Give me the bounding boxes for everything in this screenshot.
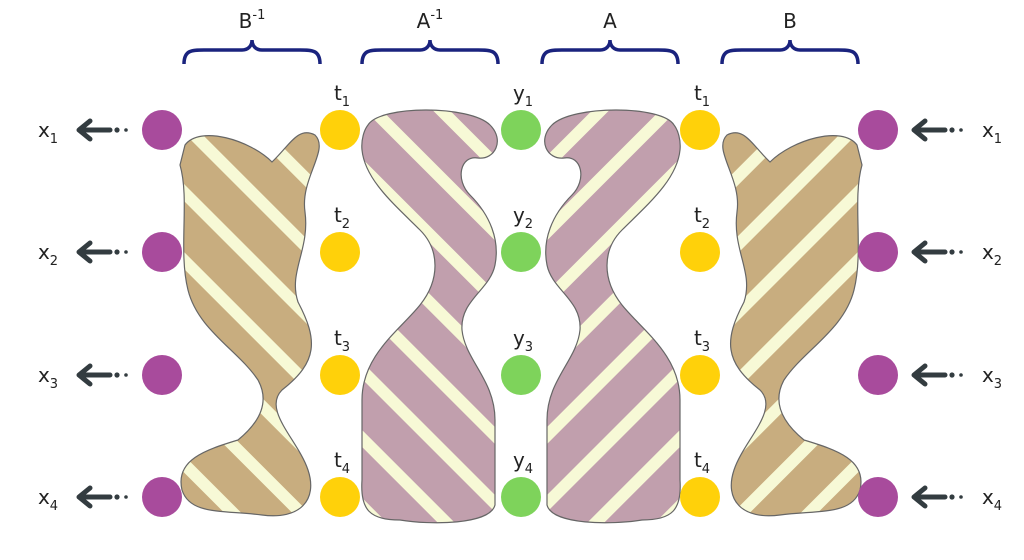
x-node-right xyxy=(858,355,898,395)
x-node-right xyxy=(858,477,898,517)
y-label: y2 xyxy=(513,203,533,232)
y-node xyxy=(501,232,541,272)
brace-label: B xyxy=(783,9,797,33)
x-node-right xyxy=(858,110,898,150)
blob-b xyxy=(722,132,863,517)
arrow-left-icon xyxy=(911,240,963,264)
y-node xyxy=(501,110,541,150)
t-label-left: t1 xyxy=(334,81,350,110)
t-node-left xyxy=(320,477,360,517)
x-label-right: x3 xyxy=(982,363,1002,392)
y-node xyxy=(501,355,541,395)
brace-label: B-1 xyxy=(239,8,266,33)
arrow-left-icon xyxy=(911,118,963,142)
arrow-left-icon xyxy=(76,485,128,509)
t-label-right: t4 xyxy=(694,448,710,477)
x-label-left: x4 xyxy=(38,485,58,514)
y-label: y1 xyxy=(513,81,533,110)
x-label-left: x3 xyxy=(38,363,58,392)
brace-label: A xyxy=(603,9,617,33)
brace xyxy=(360,39,500,65)
brace xyxy=(540,39,680,65)
y-label: y3 xyxy=(513,326,533,355)
t-label-right: t1 xyxy=(694,81,710,110)
blob-b-inverse xyxy=(179,132,320,517)
t-label-left: t2 xyxy=(334,203,350,232)
x-label-left: x2 xyxy=(38,240,58,269)
t-node-left xyxy=(320,355,360,395)
blob-a-inverse xyxy=(361,109,498,524)
x-node-left xyxy=(142,110,182,150)
t-label-right: t3 xyxy=(694,326,710,355)
x-node-right xyxy=(858,232,898,272)
x-label-right: x1 xyxy=(982,118,1002,147)
x-node-left xyxy=(142,355,182,395)
t-node-right xyxy=(680,355,720,395)
t-label-left: t4 xyxy=(334,448,350,477)
y-label: y4 xyxy=(513,448,533,477)
t-node-right xyxy=(680,232,720,272)
t-label-right: t2 xyxy=(694,203,710,232)
t-node-left xyxy=(320,232,360,272)
arrow-left-icon xyxy=(911,363,963,387)
t-node-right xyxy=(680,477,720,517)
arrow-left-icon xyxy=(76,363,128,387)
t-node-left xyxy=(320,110,360,150)
brace-label: A-1 xyxy=(417,8,444,33)
x-label-right: x4 xyxy=(982,485,1002,514)
t-label-left: t3 xyxy=(334,326,350,355)
y-node xyxy=(501,477,541,517)
x-node-left xyxy=(142,477,182,517)
x-node-left xyxy=(142,232,182,272)
brace xyxy=(720,39,860,65)
arrow-left-icon xyxy=(76,118,128,142)
blob-a xyxy=(544,109,681,524)
brace xyxy=(182,39,322,65)
t-node-right xyxy=(680,110,720,150)
arrow-left-icon xyxy=(911,485,963,509)
arrow-left-icon xyxy=(76,240,128,264)
x-label-right: x2 xyxy=(982,240,1002,269)
x-label-left: x1 xyxy=(38,118,58,147)
